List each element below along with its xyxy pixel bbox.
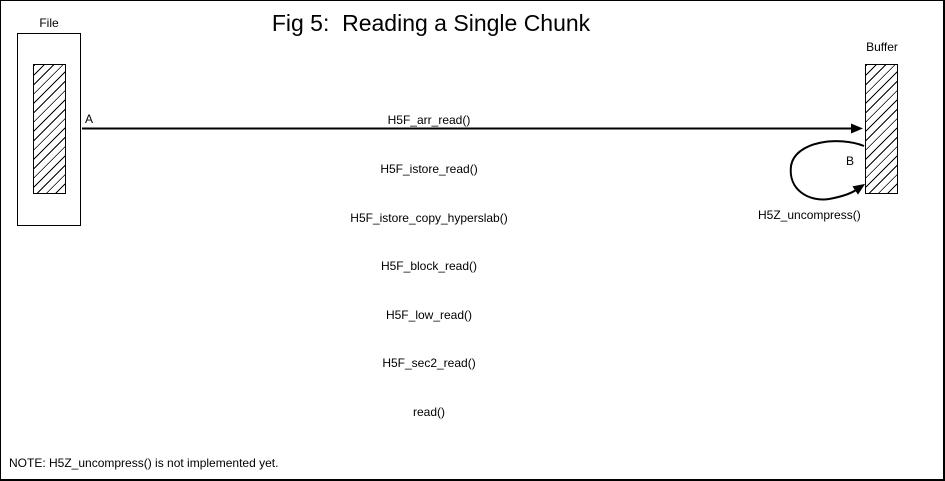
call-stack-line: H5F_sec2_read() <box>382 356 476 371</box>
buffer-label: Buffer <box>866 40 898 54</box>
arrow-b-label: B <box>846 154 855 168</box>
arrow-a-call-stack: H5F_arr_read() H5F_istore_read() H5F_ist… <box>350 80 507 453</box>
call-stack-line: read() <box>412 405 445 420</box>
call-stack-line: H5F_istore_copy_hyperslab() <box>350 210 508 225</box>
arrow-b-loop <box>789 140 866 201</box>
call-stack-line: H5F_arr_read() <box>387 113 471 128</box>
call-stack-line: H5F_block_read() <box>380 259 478 274</box>
call-stack-line: H5F_istore_read() <box>380 162 478 177</box>
file-chunk-hatched-region <box>33 64 66 194</box>
figure-title: Fig 5: Reading a Single Chunk <box>271 10 591 36</box>
footnote: NOTE: H5Z_uncompress() is not implemente… <box>9 456 279 470</box>
file-label: File <box>39 16 59 30</box>
call-stack-line: H5F_low_read() <box>385 307 473 322</box>
buffer-hatched-region <box>865 64 898 194</box>
arrow-b-function-label: H5Z_uncompress() <box>758 208 861 222</box>
arrow-a-label: A <box>85 112 94 126</box>
